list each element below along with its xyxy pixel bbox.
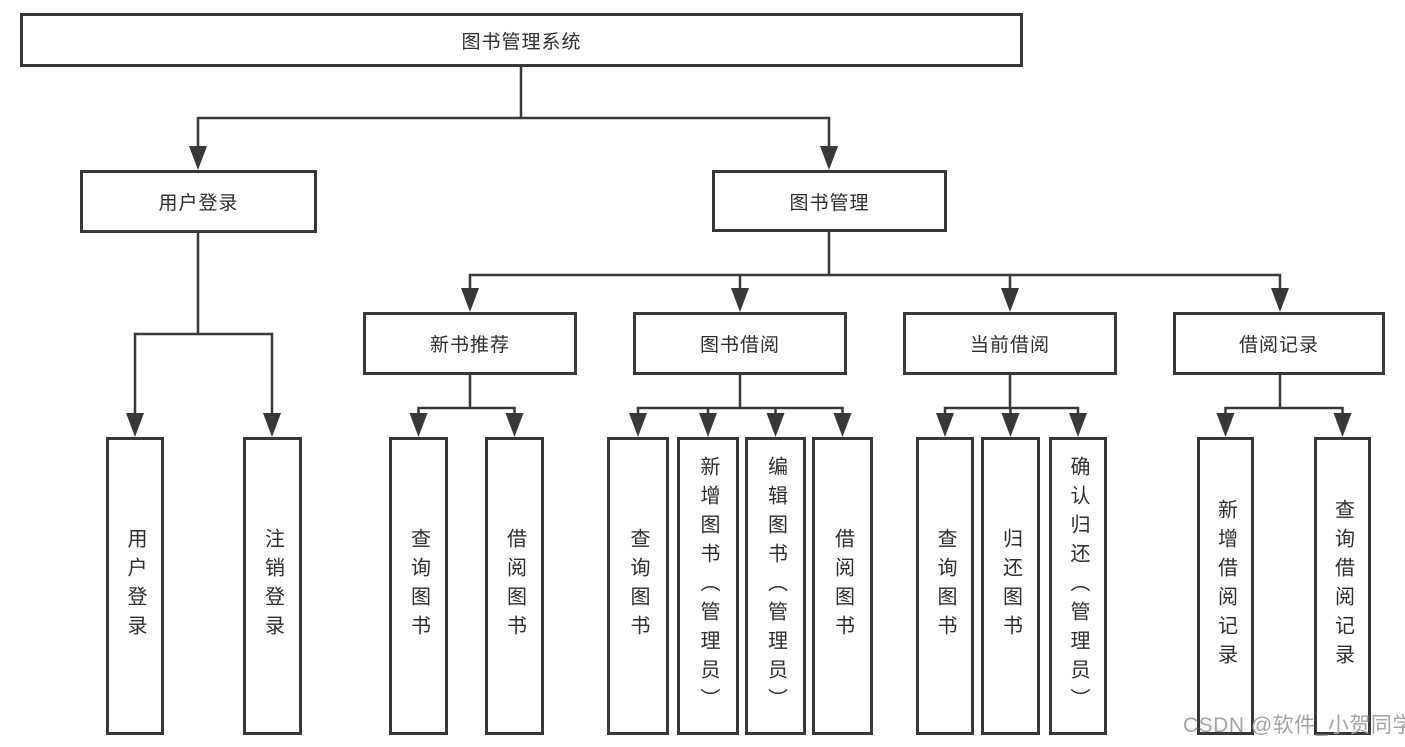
leaf-confirm-return-admin: 确认归还（管理员） (1049, 437, 1107, 735)
leaf-borrow-books-recommend: 借阅图书 (485, 437, 544, 735)
node-label: 用户登录 (158, 193, 239, 214)
arrowhead-icon (263, 413, 281, 437)
node-label: 借阅记录 (1238, 335, 1319, 356)
arrowhead-icon (1271, 288, 1289, 312)
node-label: 图书管理系统 (461, 31, 582, 53)
node-label: 注销登录 (261, 528, 284, 644)
node-current-borrowing: 当前借阅 (903, 312, 1117, 375)
node-new-book-recommend: 新书推荐 (363, 312, 577, 375)
node-label: 新增借阅记录 (1214, 499, 1237, 673)
arrowhead-icon (1216, 413, 1235, 437)
arrowhead-icon (505, 413, 524, 437)
node-label: 用户登录 (124, 528, 146, 644)
arrowhead-icon (766, 413, 785, 437)
leaf-borrow-books-borrowing: 借阅图书 (812, 437, 873, 735)
arrowhead-icon (1333, 413, 1352, 437)
node-label: 查询图书 (934, 528, 956, 644)
node-user-login: 用户登录 (80, 170, 317, 233)
connector-arrows (126, 146, 1352, 437)
node-label: 借阅图书 (831, 528, 854, 644)
leaf-logout: 注销登录 (243, 437, 302, 735)
node-book-borrowing: 图书借阅 (633, 312, 847, 375)
arrowhead-icon (936, 413, 954, 437)
node-library-system: 图书管理系统 (20, 13, 1023, 67)
arrowhead-icon (629, 413, 647, 437)
node-label: 借阅图书 (503, 528, 526, 644)
connector-edges (133, 67, 1344, 417)
edge-bookmgmt-to-level3 (468, 232, 1282, 293)
leaf-edit-book-admin: 编辑图书（管理员） (745, 437, 806, 735)
node-label: 查询图书 (627, 528, 649, 644)
edge-current-to-leaves (943, 375, 1080, 417)
node-label: 新增图书（管理员） (697, 455, 719, 717)
leaf-add-borrow-record: 新增借阅记录 (1197, 437, 1254, 735)
arrowhead-icon (461, 288, 479, 312)
node-label: 新书推荐 (429, 335, 510, 356)
edge-newbooks-to-leaves (417, 375, 516, 417)
arrowhead-icon (1069, 413, 1087, 437)
node-borrow-records: 借阅记录 (1173, 312, 1385, 375)
leaf-user-login: 用户登录 (106, 437, 164, 735)
arrowhead-icon (731, 288, 749, 312)
arrowhead-icon (833, 413, 852, 437)
arrowhead-icon (820, 146, 838, 170)
edge-root-to-level2 (196, 67, 831, 150)
arrowhead-icon (1001, 288, 1019, 312)
watermark: CSDN @软件_小贺同学 (1183, 714, 1405, 737)
edge-userlogin-to-leaves (133, 233, 274, 417)
node-label: 归还图书 (999, 528, 1022, 644)
node-label: 当前借阅 (969, 335, 1050, 356)
leaf-query-books-recommend: 查询图书 (389, 437, 448, 735)
edge-records-to-leaves (1224, 375, 1344, 417)
leaf-add-book-admin: 新增图书（管理员） (677, 437, 739, 735)
arrowhead-icon (189, 146, 207, 170)
arrowhead-icon (409, 413, 428, 437)
node-label: 确认归还（管理员） (1067, 455, 1089, 717)
node-label: 编辑图书（管理员） (764, 455, 787, 717)
arrowhead-icon (126, 413, 144, 437)
arrowhead-icon (1001, 413, 1020, 437)
edge-borrowing-to-leaves (636, 375, 844, 417)
arrowhead-icon (699, 413, 717, 437)
node-label: 图书借阅 (699, 335, 780, 356)
node-label: 图书管理 (789, 192, 870, 214)
leaf-return-book: 归还图书 (981, 437, 1040, 735)
node-label: 查询图书 (407, 528, 430, 644)
node-book-management: 图书管理 (712, 170, 947, 232)
leaf-query-books-borrowing: 查询图书 (607, 437, 669, 735)
leaf-query-books-current: 查询图书 (916, 437, 974, 735)
leaf-query-borrow-record: 查询借阅记录 (1314, 437, 1371, 735)
node-label: 查询借阅记录 (1331, 499, 1354, 673)
